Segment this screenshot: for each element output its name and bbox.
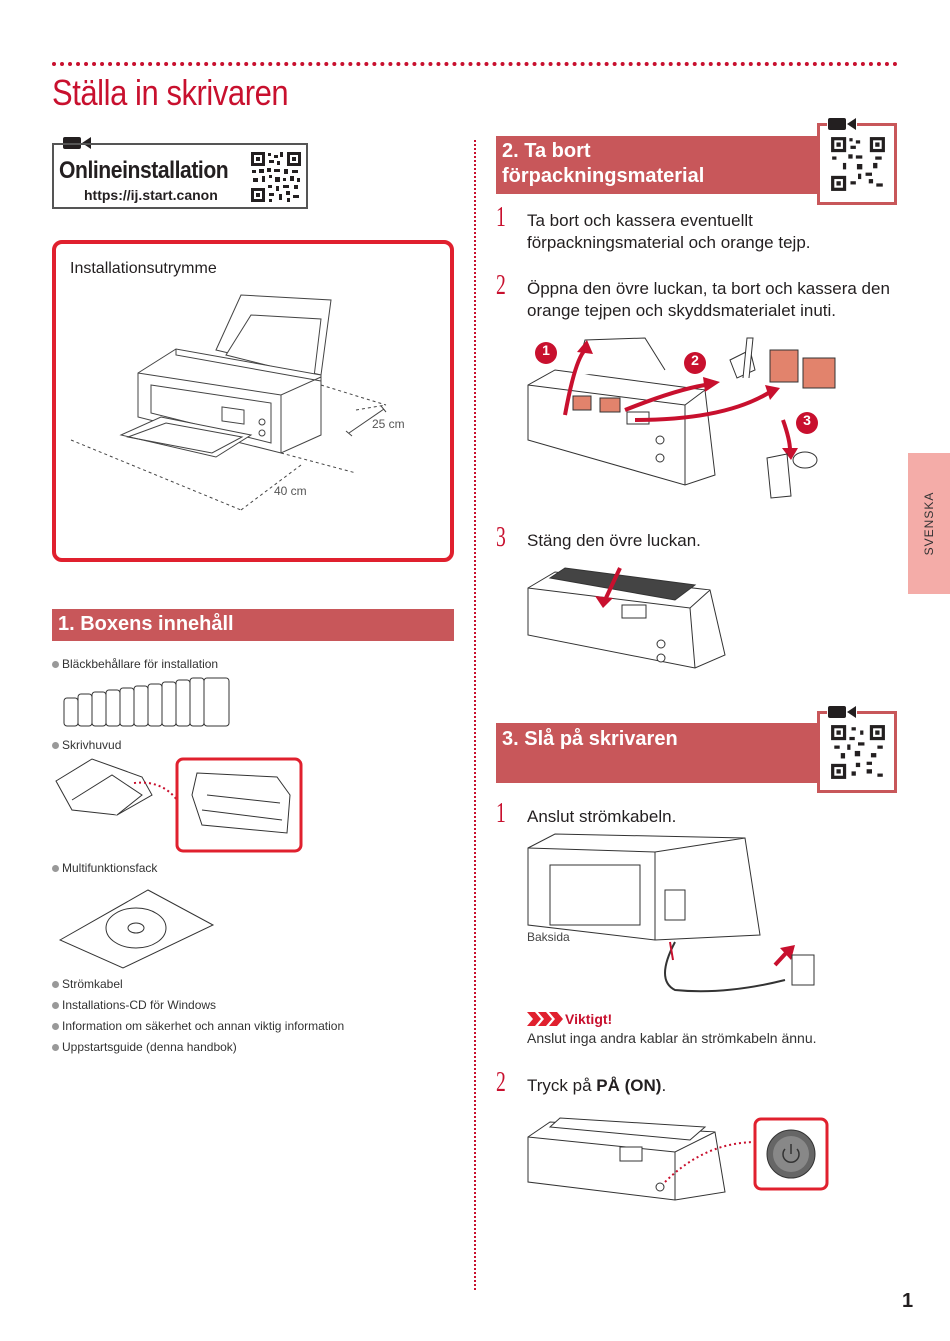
back-label: Baksida	[527, 930, 570, 944]
power-cord-illustration	[527, 833, 815, 993]
step-3-1-text: Anslut strömkabeln.	[527, 807, 677, 826]
section-3-header: 3. Slå på skrivaren	[496, 723, 818, 783]
section-2-header: 2. Ta bort förpackningsmaterial	[496, 136, 818, 194]
step-2-2-line1: Öppna den övre luckan, ta bort och kasse…	[527, 279, 890, 298]
important-text: Anslut inga andra kablar än strömkabeln …	[527, 1030, 817, 1046]
printer-space-illustration	[70, 294, 387, 511]
multipurpose-tray-illustration	[58, 889, 215, 969]
page-number: 1	[902, 1290, 914, 1312]
print-head-illustration	[55, 757, 303, 853]
section-2-title-line1: 2. Ta bort	[502, 140, 591, 162]
step-3-2-number: 2	[496, 1067, 506, 1098]
step-3-2-post: .	[661, 1076, 667, 1095]
close-cover-illustration	[527, 567, 726, 669]
top-dotted-rule	[52, 62, 898, 66]
step-3-1-number: 1	[496, 798, 506, 829]
step-3-2-pre: Tryck på	[527, 1076, 597, 1095]
item-getting-started: Uppstartsguide (denna handbok)	[52, 1040, 237, 1054]
marker-1: 1	[542, 342, 550, 358]
important-chevrons-icon	[527, 1012, 563, 1026]
column-divider	[474, 140, 476, 1290]
item-safety-info: Information om säkerhet och annan viktig…	[52, 1019, 344, 1033]
item-power-cord: Strömkabel	[52, 977, 123, 991]
installation-space-box	[52, 240, 454, 562]
section-3-qr-box[interactable]	[817, 711, 897, 793]
step-2-1-text: Ta bort och kassera eventuellt förpackni…	[527, 210, 811, 254]
online-installation-url[interactable]: https://ij.start.canon	[84, 187, 218, 203]
video-camera-icon	[827, 704, 857, 720]
step-2-1-line1: Ta bort och kassera eventuellt	[527, 211, 753, 230]
qr-code-icon[interactable]	[830, 724, 886, 780]
item-setup-cd: Installations-CD för Windows	[52, 998, 216, 1012]
step-2-3-text: Stäng den övre luckan.	[527, 531, 701, 550]
step-2-2-number: 2	[496, 270, 506, 301]
item-print-head: Skrivhuvud	[52, 738, 121, 752]
qr-code-icon[interactable]	[250, 151, 302, 203]
online-installation-heading: Onlineinstallation	[59, 157, 229, 184]
ink-tanks-illustration	[63, 677, 230, 727]
language-side-tab-label: SVENSKA	[922, 491, 936, 556]
on-button-label: PÅ (ON)	[596, 1076, 662, 1095]
marker-2: 2	[691, 352, 699, 368]
section-1-header: 1. Boxens innehåll	[52, 609, 454, 641]
qr-code-icon[interactable]	[830, 136, 886, 192]
step-2-1-number: 1	[496, 202, 506, 233]
online-installation-box[interactable]: Onlineinstallation https://ij.start.cano…	[52, 143, 308, 209]
section-2-qr-box[interactable]	[817, 123, 897, 205]
power-on-illustration	[527, 1117, 829, 1201]
depth-dimension-label: 25 cm	[372, 417, 405, 431]
video-camera-icon	[827, 116, 857, 132]
step-2-3-number: 3	[496, 522, 506, 553]
width-dimension-label: 40 cm	[274, 484, 307, 498]
marker-3: 3	[803, 412, 811, 428]
important-label: Viktigt!	[565, 1011, 613, 1027]
step-3-2-text: Tryck på PÅ (ON).	[527, 1075, 666, 1097]
language-side-tab[interactable]: SVENSKA	[908, 453, 950, 594]
step-2-1-line2: förpackningsmaterial och orange tejp.	[527, 233, 811, 252]
step-2-2-text: Öppna den övre luckan, ta bort och kasse…	[527, 278, 890, 322]
installation-space-label: Installationsutrymme	[70, 260, 217, 277]
item-ink-tanks: Bläckbehållare för installation	[52, 657, 218, 671]
item-multipurpose-tray: Multifunktionsfack	[52, 861, 157, 875]
section-2-title-line2: förpackningsmaterial	[502, 165, 705, 187]
step-2-2-line2: orange tejpen och skyddsmaterialet inuti…	[527, 301, 837, 320]
page-title: Ställa in skrivaren	[52, 72, 289, 113]
remove-packing-illustration	[527, 337, 836, 499]
